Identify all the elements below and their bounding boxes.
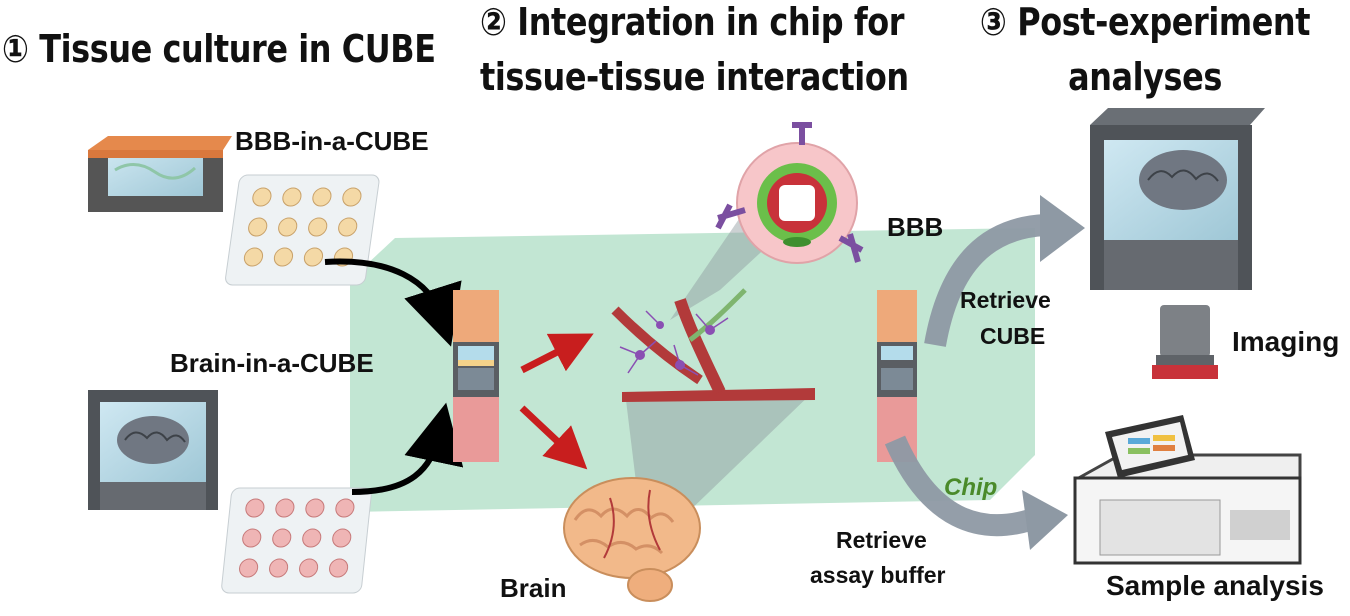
arrow-retrieve-cube (924, 214, 1046, 347)
label-bbb: BBB (887, 212, 944, 242)
heading-step3-line2: analyses (1068, 55, 1222, 99)
arrow-retrieve-cube-head (1040, 195, 1085, 262)
imaging-cube-illustration (1090, 108, 1265, 290)
brain-cube-illustration (88, 390, 218, 510)
label-imaging: Imaging (1232, 326, 1340, 357)
stacked-cube-left (453, 290, 499, 462)
heading-step2-line2: tissue-tissue interaction (480, 55, 909, 99)
arrow-retrieve-buffer (884, 435, 1034, 537)
analyzer-machine-illustration (1073, 415, 1302, 565)
label-brain: Brain (500, 573, 567, 603)
label-bbb-cube: BBB-in-a-CUBE (235, 126, 429, 156)
vessel-neuron-illustration (611, 288, 815, 402)
label-brain-cube: Brain-in-a-CUBE (170, 348, 374, 378)
bbb-well-plate-illustration (225, 174, 380, 286)
stacked-cube-right (877, 290, 917, 462)
objective-lens-illustration (1152, 305, 1218, 379)
brain-well-plate-illustration (221, 487, 372, 594)
red-arrow-down (519, 405, 588, 470)
brain-illustration (563, 477, 701, 602)
heading-step3-line1: ③ Post-experiment (979, 0, 1311, 44)
heading-step2-line1: ② Integration in chip for (480, 0, 905, 44)
label-sample-analysis: Sample analysis (1106, 570, 1324, 601)
heading-step1: ① Tissue culture in CUBE (2, 27, 436, 71)
arrow-bbb-to-chip (324, 258, 462, 347)
label-retrieve-buffer-line1: Retrieve (836, 527, 927, 553)
arrow-retrieve-buffer-head (1022, 490, 1068, 550)
label-chip: Chip (944, 474, 998, 501)
label-retrieve-cube-line2: CUBE (980, 323, 1046, 349)
arrow-brain-to-chip (351, 402, 464, 495)
label-retrieve-buffer-line2: assay buffer (810, 562, 946, 588)
label-retrieve-cube-line1: Retrieve (960, 287, 1051, 313)
bbb-cube-illustration (88, 136, 232, 212)
red-arrow-up (520, 333, 594, 374)
bbb-cross-section-illustration (715, 122, 864, 264)
